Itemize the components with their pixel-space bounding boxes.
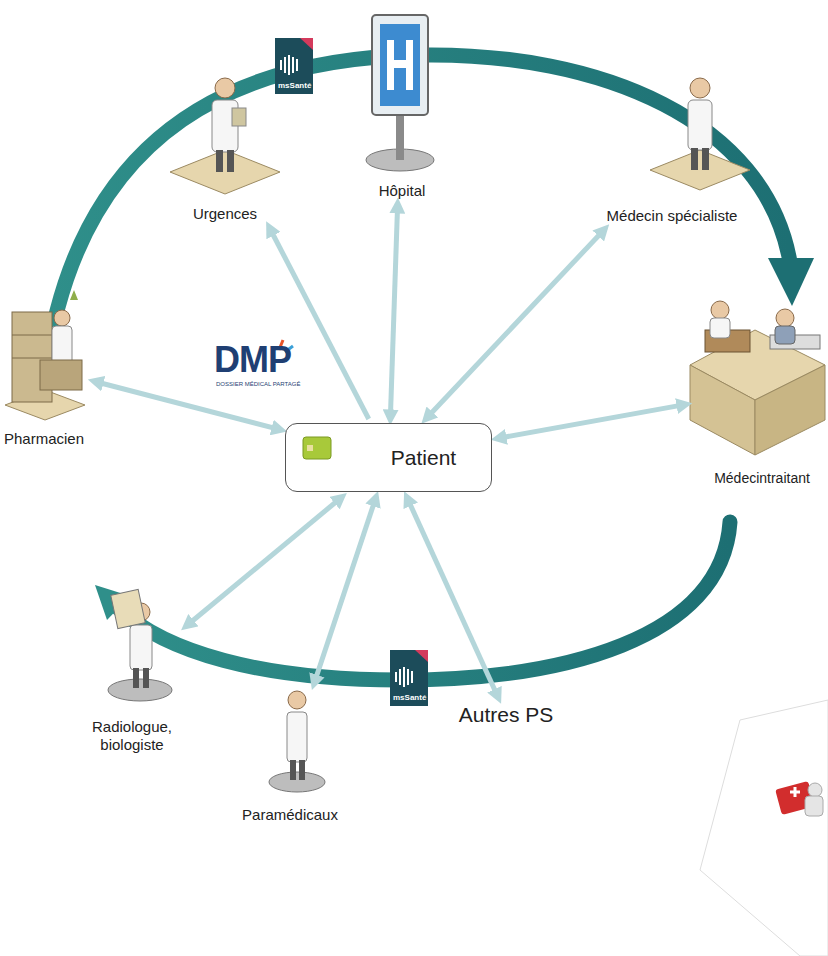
actor-figure: Hôpital <box>365 10 437 200</box>
actor-figure: Urgences <box>170 65 282 223</box>
mssante-logo-text: msSanté <box>278 82 311 90</box>
mssante-logo <box>390 650 428 706</box>
mssante-logo-text: msSanté <box>393 694 426 702</box>
node-label: Médecin spécialiste <box>607 207 738 225</box>
dmp-logo-text: DMP <box>214 342 291 378</box>
actor-label: Autres PS <box>459 702 554 727</box>
actor-figure: Médecin spécialiste <box>607 75 752 225</box>
node-label: Paramédicaux <box>242 806 338 824</box>
node-label: Radiologue, biologiste <box>82 718 182 754</box>
node-label: Médecintraitant <box>714 470 810 487</box>
actor-figure: Paramédicaux <box>242 688 338 824</box>
office-scene <box>690 301 825 455</box>
connector-arrow <box>186 497 342 626</box>
doctor-figure <box>170 78 280 194</box>
flow-arrowhead <box>768 258 814 306</box>
node-label: Urgences <box>193 205 257 223</box>
node-label: Patient <box>391 445 456 470</box>
actor-figure: Radiologue, biologiste <box>82 588 182 754</box>
flow-arc <box>118 522 730 680</box>
pharmacy-figure <box>5 290 85 420</box>
connector-arrow <box>407 497 499 698</box>
node-label: Pharmacien <box>4 430 84 448</box>
vitale-card-icon <box>302 436 332 460</box>
radiologist-figure <box>108 589 172 701</box>
connector-arrow <box>94 381 281 430</box>
connector-arrow <box>426 229 605 419</box>
connector-arrow <box>390 204 397 419</box>
first-aid-card <box>700 700 828 956</box>
connector-arrow <box>269 227 369 419</box>
node-label: Autres PS <box>459 702 554 727</box>
connector-arrow <box>314 497 376 684</box>
nurse-figure <box>269 691 325 792</box>
actor-figure: Médecintraitant <box>690 296 826 487</box>
connector-arrow <box>497 404 686 438</box>
dmp-logo-subtitle: DOSSIER MÉDICAL PARTAGÉ <box>216 381 300 387</box>
actor-figure: Pharmacien <box>4 290 90 448</box>
mssante-logo <box>275 38 313 94</box>
patient-box: Patient <box>285 423 492 492</box>
hospital-sign <box>366 15 434 171</box>
doctor-figure <box>650 78 750 190</box>
node-label: Hôpital <box>379 182 426 200</box>
